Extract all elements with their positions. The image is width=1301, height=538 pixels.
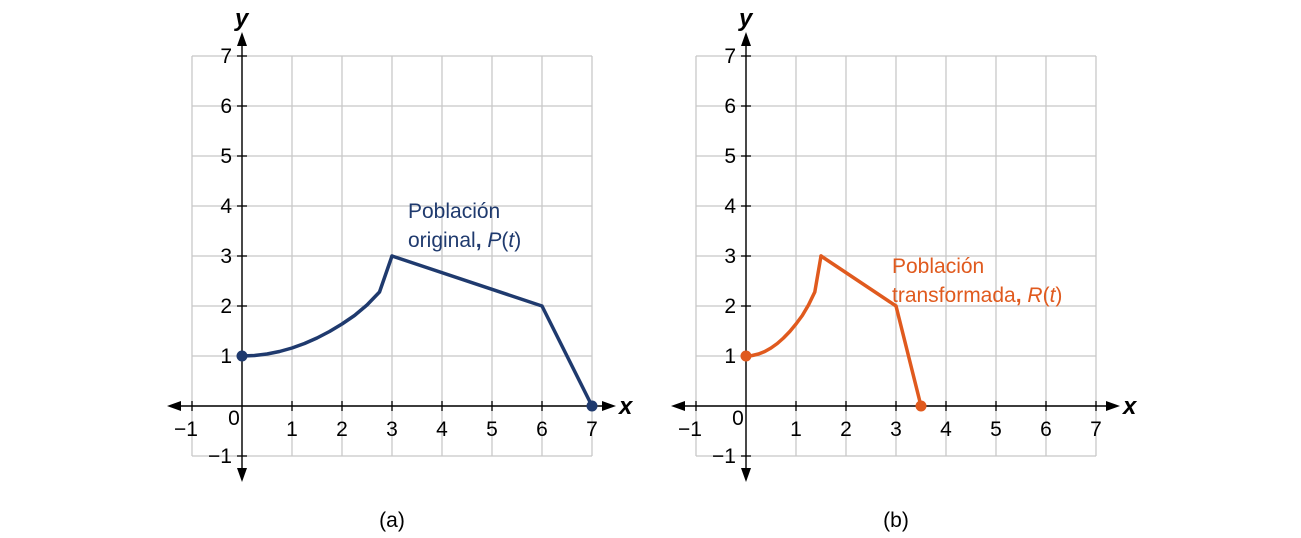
x-axis-label: x bbox=[617, 393, 634, 420]
x-axis-arrow-left bbox=[671, 401, 685, 411]
x-tick-label: 3 bbox=[890, 418, 902, 441]
series-label-function-arg: t bbox=[1050, 284, 1057, 307]
series-label-line1: Población bbox=[408, 200, 500, 223]
y-tick-label: 1 bbox=[220, 345, 232, 368]
y-tick-label: 7 bbox=[724, 45, 736, 68]
x-tick-label: −1 bbox=[678, 418, 702, 441]
series-label-close-paren: ) bbox=[1055, 284, 1062, 307]
series-label-line2: transformada, R(t) bbox=[892, 284, 1062, 307]
panel-caption: (a) bbox=[379, 509, 405, 532]
series-label-comma: , bbox=[476, 229, 488, 252]
x-tick-label: 7 bbox=[1090, 418, 1102, 441]
x-tick-label: 1 bbox=[286, 418, 298, 441]
y-tick-label: 7 bbox=[220, 45, 232, 68]
series-label-name: original bbox=[408, 229, 476, 252]
y-tick-label: 3 bbox=[220, 245, 232, 268]
series-endpoint-marker bbox=[740, 350, 752, 362]
x-tick-label: 5 bbox=[990, 418, 1002, 441]
x-tick-label: 6 bbox=[1040, 418, 1052, 441]
y-axis-arrow-up bbox=[741, 32, 751, 46]
series-curve-segment bbox=[240, 254, 394, 358]
series-label-line2: original, P(t) bbox=[408, 229, 521, 252]
y-tick-label: 2 bbox=[724, 295, 736, 318]
y-axis-label: y bbox=[738, 5, 754, 32]
series-label-function-arg: t bbox=[508, 229, 515, 252]
y-tick-label: 1 bbox=[724, 345, 736, 368]
x-tick-label: 0 bbox=[732, 407, 744, 430]
x-tick-label: 4 bbox=[940, 418, 952, 441]
x-tick-label: 3 bbox=[386, 418, 398, 441]
series-label-function-letter: R bbox=[1027, 284, 1042, 307]
y-axis-arrow-down bbox=[741, 468, 751, 482]
panel-caption: (b) bbox=[883, 509, 909, 532]
x-axis-arrow-left bbox=[167, 401, 181, 411]
x-tick-label: 6 bbox=[536, 418, 548, 441]
y-tick-label: 5 bbox=[220, 145, 232, 168]
series-curve-segment bbox=[744, 254, 823, 358]
y-tick-label: 4 bbox=[724, 195, 736, 218]
y-tick-label: 3 bbox=[724, 245, 736, 268]
x-axis-label: x bbox=[1121, 393, 1138, 420]
y-tick-label: 4 bbox=[220, 195, 232, 218]
y-tick-label: 6 bbox=[220, 95, 232, 118]
series-label-comma: , bbox=[1016, 284, 1028, 307]
y-axis-arrow-down bbox=[237, 468, 247, 482]
y-tick-label: −1 bbox=[712, 445, 736, 468]
series-endpoint-marker bbox=[236, 350, 248, 362]
series-endpoint-marker bbox=[586, 400, 598, 412]
x-tick-label: 1 bbox=[790, 418, 802, 441]
x-axis-arrow-right bbox=[1106, 401, 1120, 411]
x-axis-arrow-right bbox=[602, 401, 616, 411]
series-label-open-paren: ( bbox=[1043, 284, 1050, 307]
y-tick-label: −1 bbox=[208, 445, 232, 468]
x-tick-label: 2 bbox=[840, 418, 852, 441]
x-tick-label: 7 bbox=[586, 418, 598, 441]
series-label-function-letter: P bbox=[487, 229, 501, 252]
series-endpoint-marker bbox=[915, 400, 927, 412]
x-tick-label: 4 bbox=[436, 418, 448, 441]
series-label-name: transformada bbox=[892, 284, 1016, 307]
series-label-open-paren: ( bbox=[501, 229, 508, 252]
y-tick-label: 5 bbox=[724, 145, 736, 168]
x-tick-label: 5 bbox=[486, 418, 498, 441]
series-linear-segment bbox=[819, 254, 923, 408]
x-tick-label: 2 bbox=[336, 418, 348, 441]
x-tick-label: −1 bbox=[174, 418, 198, 441]
series-label-line1: Población bbox=[892, 255, 984, 278]
x-tick-label: 0 bbox=[228, 407, 240, 430]
y-tick-label: 2 bbox=[220, 295, 232, 318]
y-axis-label: y bbox=[234, 5, 250, 32]
series-linear-segment bbox=[390, 254, 594, 408]
series-label-close-paren: ) bbox=[514, 229, 521, 252]
y-axis-arrow-up bbox=[237, 32, 247, 46]
y-tick-label: 6 bbox=[724, 95, 736, 118]
